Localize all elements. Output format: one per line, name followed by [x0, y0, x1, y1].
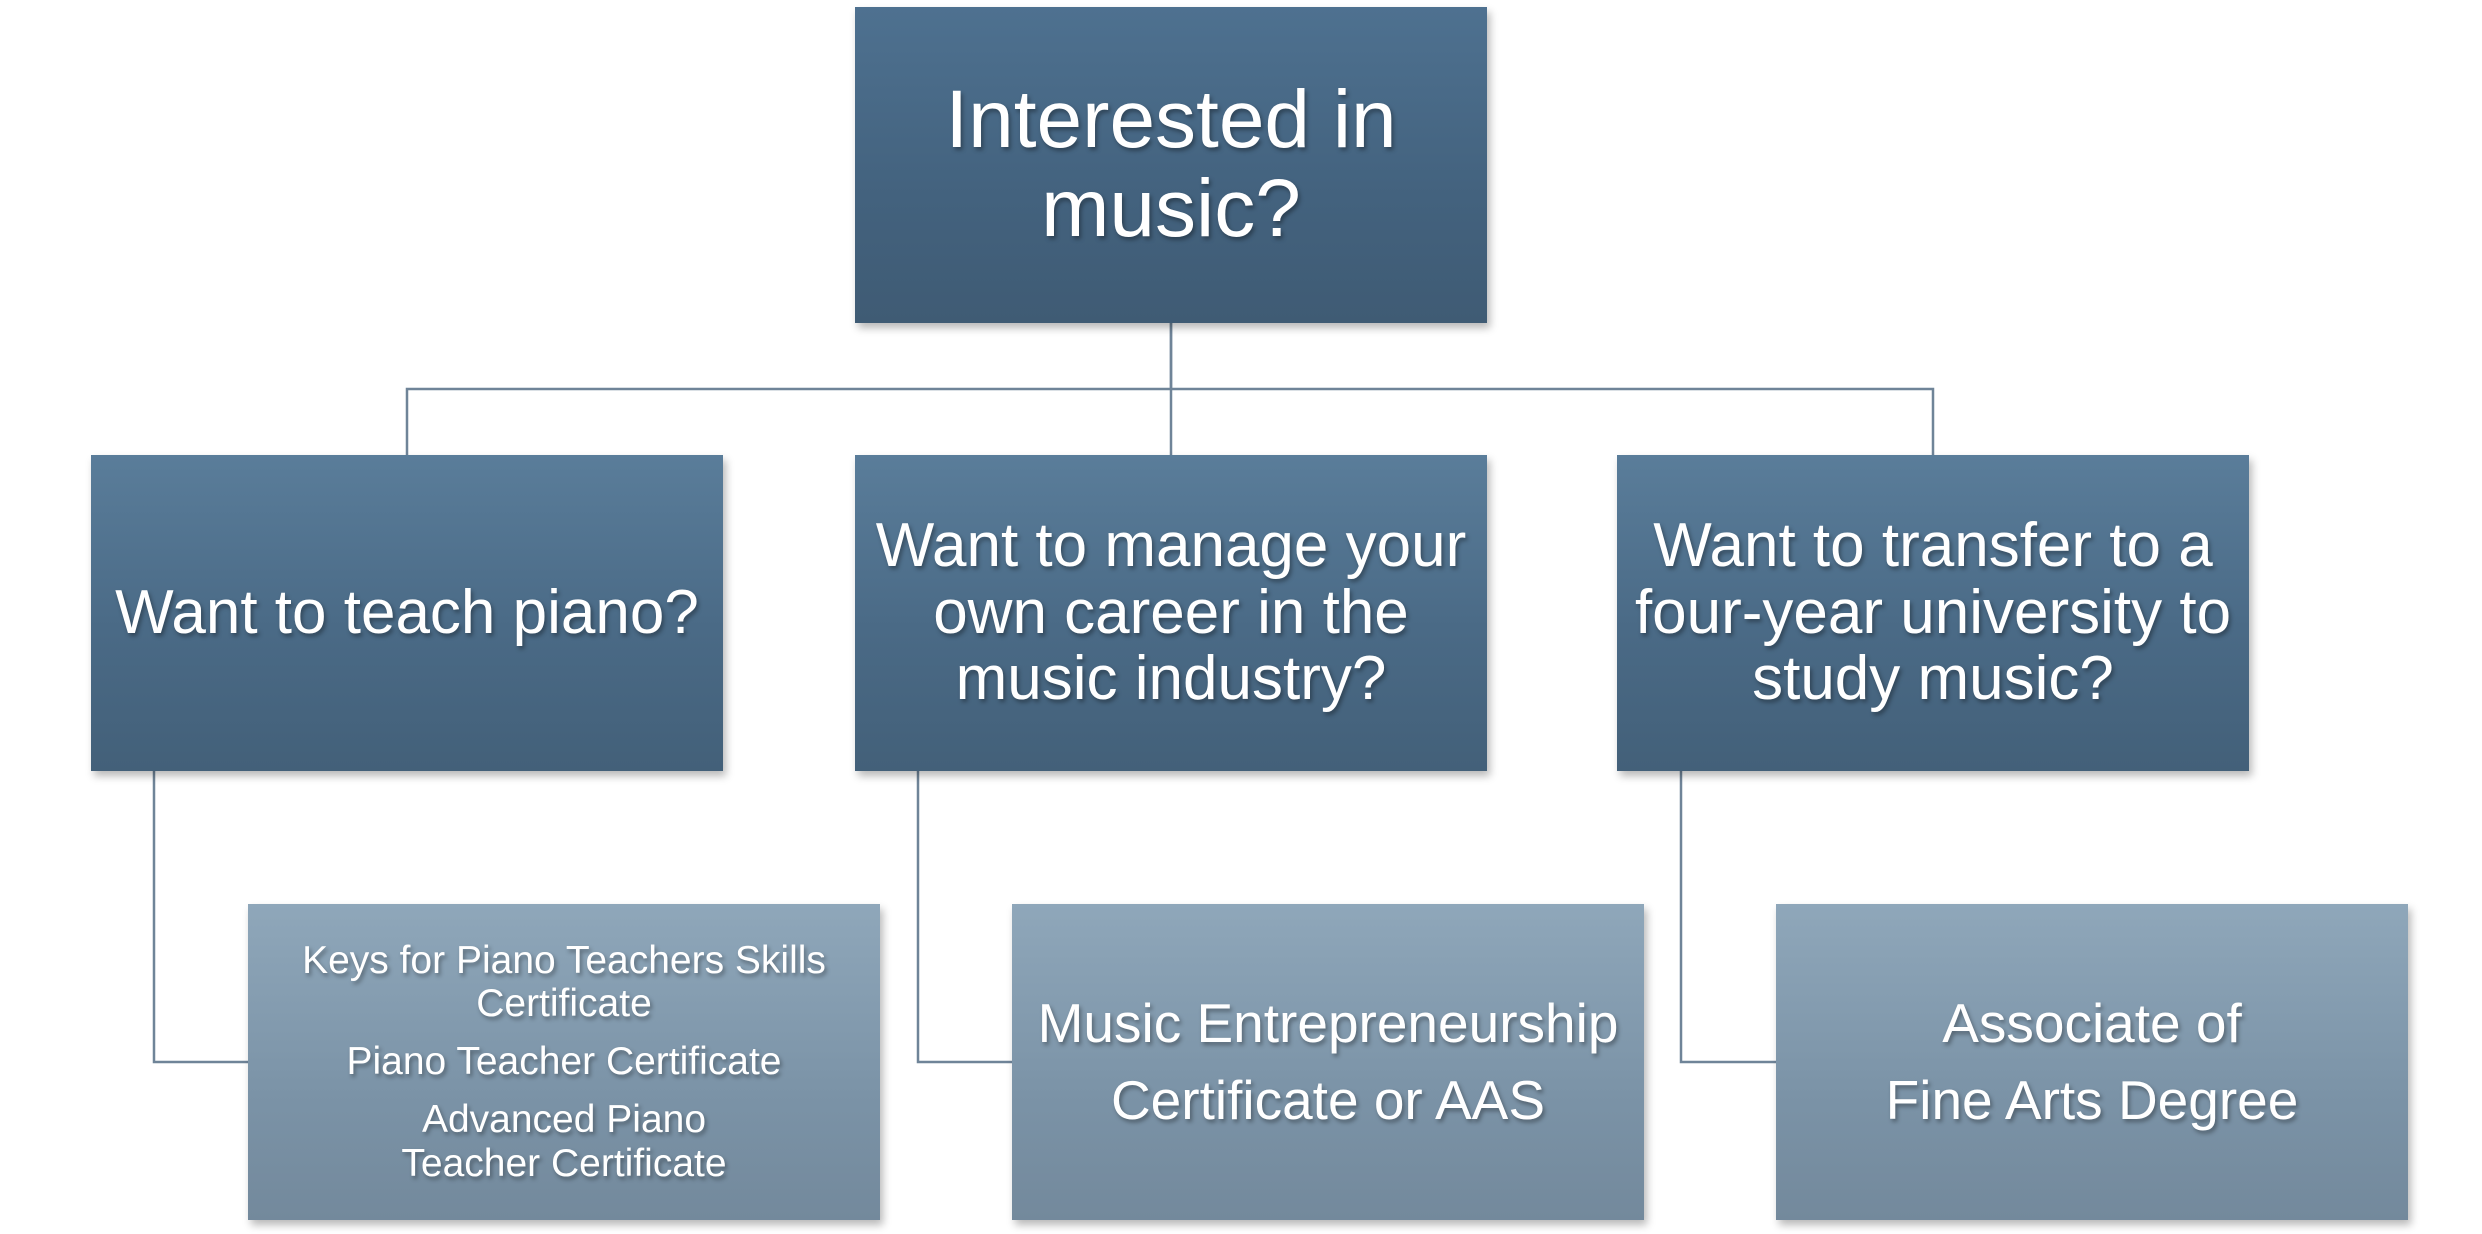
transfer-university-question-line: study music? — [1752, 644, 2114, 714]
music-entrepreneurship-line: Certificate or AAS — [1110, 1069, 1546, 1131]
music-entrepreneurship-box: Music Entrepreneurship Certificate or AA… — [1012, 904, 1644, 1220]
manage-career-question-line: music industry? — [955, 644, 1387, 714]
transfer-university-question-box: Want to transfer to a four-year universi… — [1617, 455, 2249, 771]
piano-certificates-box: Keys for Piano Teachers Skills Certifica… — [248, 904, 880, 1220]
transfer-university-question-line: Want to transfer to a — [1653, 510, 2213, 580]
root-question-line: music? — [1041, 163, 1301, 254]
fine-arts-degree-box: Associate of Fine Arts Degree — [1776, 904, 2408, 1220]
root-to-transfer-connector — [1171, 387, 1935, 455]
music-entrepreneurship-line: Music Entrepreneurship — [1037, 992, 1619, 1054]
teach-piano-question-line: Want to teach piano? — [115, 577, 699, 647]
piano-certificate-item: Piano Teacher Certificate — [346, 1040, 782, 1084]
piano-certificate-item: Keys for Piano Teachers Skills Certifica… — [302, 938, 826, 1026]
teach-piano-question-box: Want to teach piano? — [91, 455, 723, 771]
root-question-line: Interested in — [945, 74, 1397, 166]
fine-arts-degree-line: Fine Arts Degree — [1885, 1069, 2299, 1131]
fine-arts-degree-line: Associate of — [1942, 992, 2242, 1054]
transfer-to-degree-connector — [1679, 771, 1776, 1064]
manage-to-entrepreneurship-connector — [916, 771, 1012, 1064]
manage-career-question-line: own career in the — [933, 577, 1409, 647]
piano-certificate-item: Advanced Piano Teacher Certificate — [401, 1097, 727, 1185]
manage-career-question-line: Want to manage your — [875, 510, 1467, 580]
teach-to-certificates-connector — [152, 771, 248, 1064]
transfer-university-question-line: four-year university to — [1634, 577, 2232, 647]
root-question-box: Interested in music? — [855, 7, 1487, 323]
root-to-teach-connector — [405, 323, 1173, 455]
manage-career-question-box: Want to manage your own career in the mu… — [855, 455, 1487, 771]
